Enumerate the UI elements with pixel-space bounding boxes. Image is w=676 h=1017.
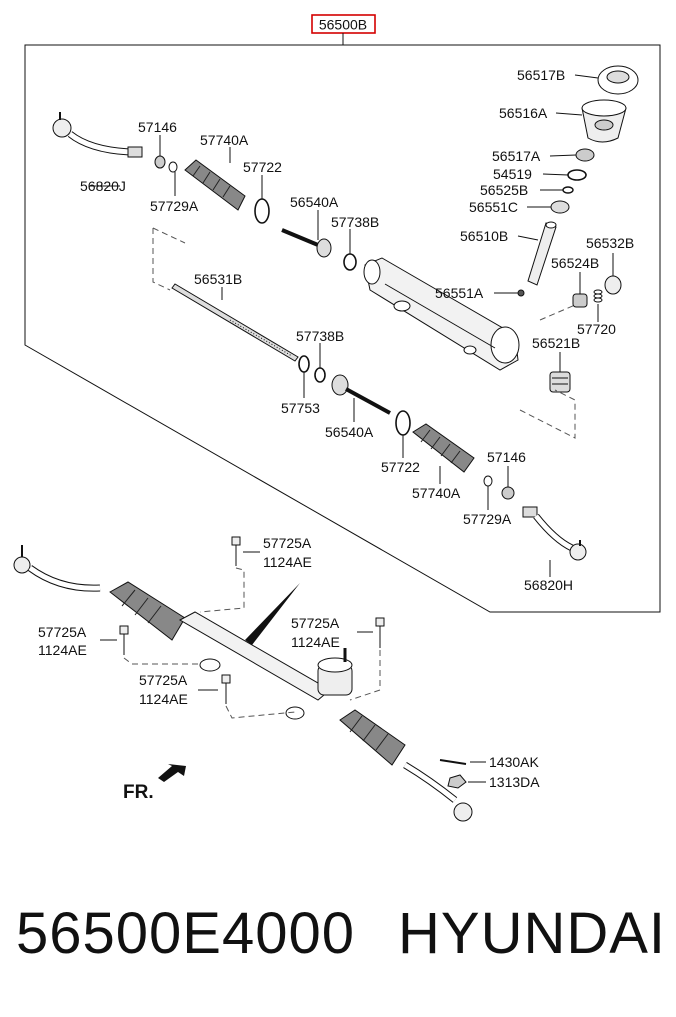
part-57740A-top-shape bbox=[184, 159, 246, 211]
part-labels: 56517B 56516A 56517A 54519 56525B 56551C… bbox=[38, 67, 634, 790]
parts-diagram: 56500B bbox=[13, 14, 661, 822]
part-57146-mid-shape bbox=[501, 486, 515, 500]
part-label-57725A-4[interactable]: 57725A bbox=[139, 672, 188, 688]
assembly-pointer bbox=[245, 583, 300, 645]
part-57740A-mid-shape bbox=[412, 423, 475, 473]
part-56517A-shape bbox=[575, 148, 595, 162]
footer-caption: 56500E4000 HYUNDAI bbox=[0, 878, 676, 998]
part-label-56521B[interactable]: 56521B bbox=[532, 335, 580, 351]
alignment-guides-bottom bbox=[123, 567, 381, 719]
part-56532B-shape bbox=[604, 275, 622, 295]
part-56551C-shape bbox=[550, 200, 570, 214]
leader-lines-top bbox=[90, 74, 614, 577]
part-label-56525B[interactable]: 56525B bbox=[480, 182, 528, 198]
part-label-56517A[interactable]: 56517A bbox=[492, 148, 541, 164]
part-label-1313DA[interactable]: 1313DA bbox=[489, 774, 540, 790]
part-57720-shape bbox=[593, 289, 603, 303]
part-label-56551C[interactable]: 56551C bbox=[469, 199, 518, 215]
part-label-56820H[interactable]: 56820H bbox=[524, 577, 573, 593]
part-label-57729A-top[interactable]: 57729A bbox=[150, 198, 199, 214]
part-label-57146-top[interactable]: 57146 bbox=[138, 119, 177, 135]
front-direction-label: FR. bbox=[123, 782, 154, 803]
part-label-56524B[interactable]: 56524B bbox=[551, 255, 599, 271]
part-label-56532B[interactable]: 56532B bbox=[586, 235, 634, 251]
part-label-57720[interactable]: 57720 bbox=[577, 321, 616, 337]
part-56540A-mid-shape bbox=[331, 374, 391, 415]
part-label-57725A-3[interactable]: 57725A bbox=[291, 615, 340, 631]
part-label-56540A-mid[interactable]: 56540A bbox=[325, 424, 374, 440]
part-label-1430AK[interactable]: 1430AK bbox=[489, 754, 539, 770]
part-label-57725A-2[interactable]: 57725A bbox=[38, 624, 87, 640]
part-56525B-shape bbox=[562, 186, 574, 194]
part-label-56517B[interactable]: 56517B bbox=[517, 67, 565, 83]
part-56540A-top-shape bbox=[281, 228, 332, 258]
part-label-56516A[interactable]: 56516A bbox=[499, 105, 548, 121]
alignment-guides bbox=[152, 227, 576, 439]
part-label-1124AE-3[interactable]: 1124AE bbox=[291, 634, 340, 650]
footer-brand: HYUNDAI bbox=[398, 901, 667, 966]
part-label-56540A-top[interactable]: 56540A bbox=[290, 194, 339, 210]
leader-lines-bottom bbox=[100, 551, 486, 783]
part-56820H-shape bbox=[522, 506, 587, 561]
part-57146-top-shape bbox=[154, 155, 166, 169]
part-label-56531B[interactable]: 56531B bbox=[194, 271, 242, 287]
part-label-57740A-top[interactable]: 57740A bbox=[200, 132, 249, 148]
part-label-57725A-1[interactable]: 57725A bbox=[263, 535, 312, 551]
assembled-rack-shape bbox=[13, 545, 473, 822]
bolts bbox=[119, 536, 467, 789]
part-54519-shape bbox=[567, 169, 587, 181]
part-56820J-shape bbox=[52, 112, 143, 158]
part-label-1124AE-4[interactable]: 1124AE bbox=[139, 691, 188, 707]
header-part-number[interactable]: 56500B bbox=[319, 17, 367, 33]
footer-part-number: 56500E4000 bbox=[16, 901, 355, 966]
part-label-57753[interactable]: 57753 bbox=[281, 400, 320, 416]
part-57729A-top-shape bbox=[168, 161, 178, 173]
part-label-54519[interactable]: 54519 bbox=[493, 166, 532, 182]
part-56516A-shape bbox=[581, 99, 627, 143]
part-label-1124AE-2[interactable]: 1124AE bbox=[38, 642, 87, 658]
gear-housing-shape bbox=[363, 257, 520, 371]
part-label-56510B[interactable]: 56510B bbox=[460, 228, 508, 244]
part-57722-mid-shape bbox=[395, 410, 411, 436]
part-56510B-shape bbox=[527, 221, 557, 286]
part-57729A-mid-shape bbox=[483, 475, 493, 487]
part-label-57738B-mid[interactable]: 57738B bbox=[296, 328, 344, 344]
part-label-57722-mid[interactable]: 57722 bbox=[381, 459, 420, 475]
part-label-57738B-top[interactable]: 57738B bbox=[331, 214, 379, 230]
part-57738B-top-shape bbox=[343, 253, 357, 271]
part-56524B-shape bbox=[572, 293, 588, 308]
part-56517B-shape bbox=[597, 65, 639, 95]
part-label-57146-mid[interactable]: 57146 bbox=[487, 449, 526, 465]
exploded-view-frame bbox=[24, 44, 661, 613]
part-57753-shape bbox=[298, 355, 310, 373]
part-57722-top-shape bbox=[254, 198, 270, 224]
part-label-57740A-mid[interactable]: 57740A bbox=[412, 485, 461, 501]
front-arrow-icon bbox=[158, 764, 186, 782]
part-56551A-shape bbox=[517, 289, 525, 297]
part-label-57729A-mid[interactable]: 57729A bbox=[463, 511, 512, 527]
part-56531B-shape bbox=[171, 283, 299, 362]
part-label-56820J[interactable]: 56820J bbox=[80, 178, 126, 194]
part-56521B-shape bbox=[549, 371, 571, 393]
part-label-1124AE-1[interactable]: 1124AE bbox=[263, 554, 312, 570]
part-label-57722-top[interactable]: 57722 bbox=[243, 159, 282, 175]
part-57738B-mid-shape bbox=[314, 367, 326, 383]
part-label-56551A[interactable]: 56551A bbox=[435, 285, 484, 301]
